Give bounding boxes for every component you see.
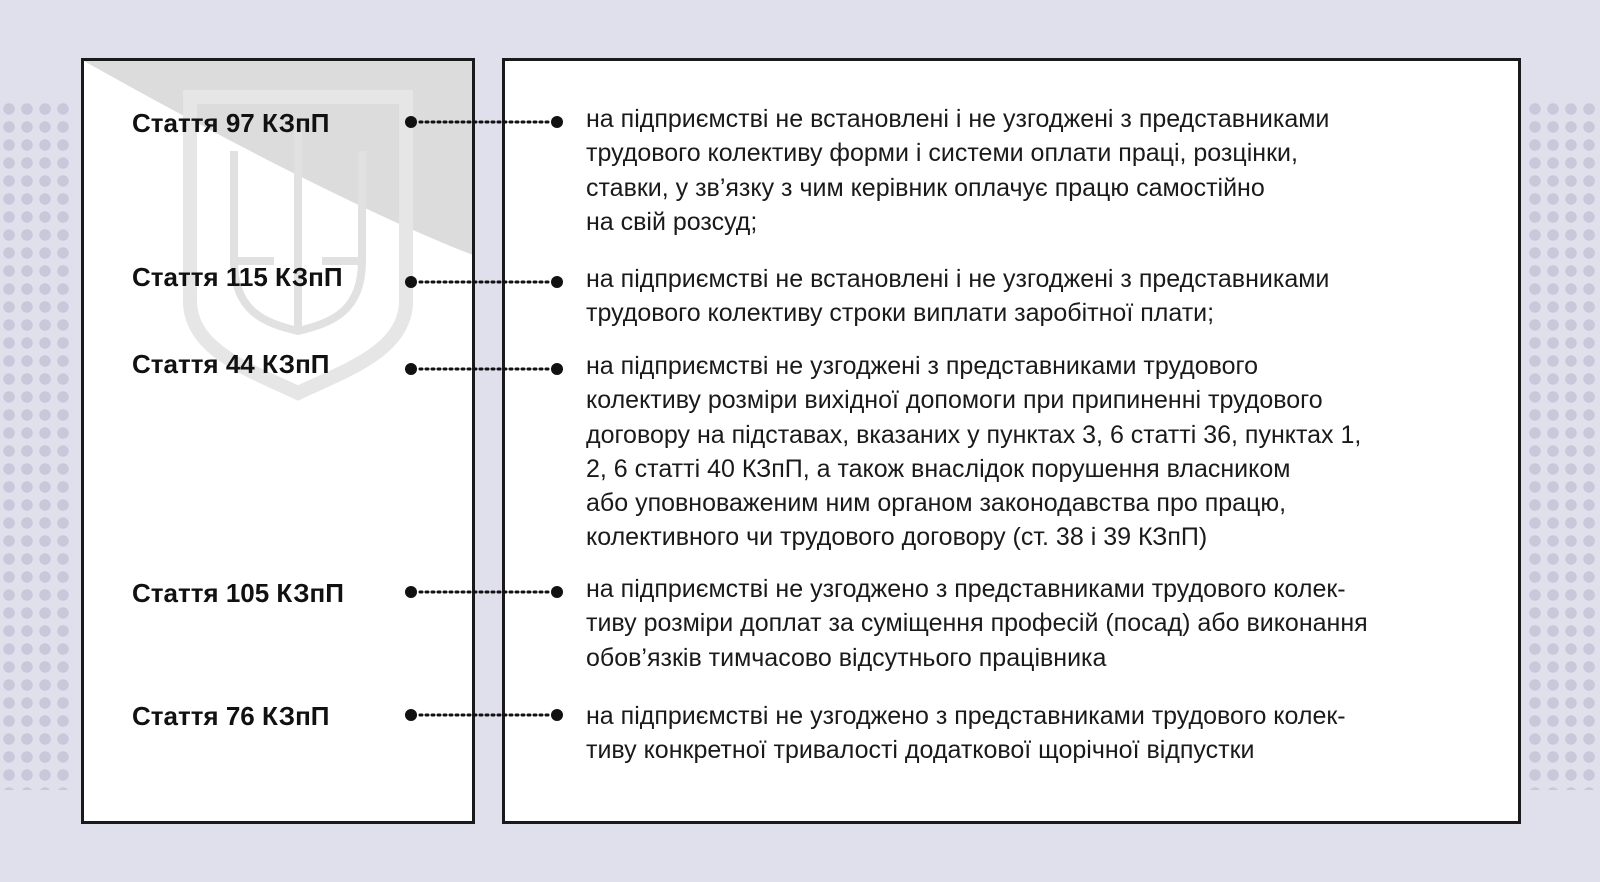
coat-of-arms-watermark-icon: [183, 90, 413, 401]
dotted-connector: [405, 363, 563, 375]
article-description: на підприємстві не узгоджено з представн…: [586, 699, 1486, 768]
description-line: трудового колективу форми і системи опла…: [586, 139, 1298, 168]
article-description: на підприємстві не встановлені і не узго…: [586, 262, 1486, 331]
description-line: на підприємстві не узгоджені з представн…: [586, 352, 1258, 380]
decorative-dot-pattern-left: [0, 100, 72, 790]
description-line: договору на підставах, вказаних у пункта…: [586, 420, 1362, 449]
descriptions-panel: [502, 58, 1521, 824]
description-line: ставки, у зв’язку з чим керівник оплачує…: [586, 173, 1265, 202]
dotted-connector: [405, 709, 563, 721]
article-label: Стаття 105 КЗпП: [132, 578, 344, 608]
description-line: колективу розміри вихідної допомоги при …: [586, 386, 1323, 415]
description-line: колективного чи трудового договору (ст. …: [586, 523, 1208, 552]
description-line: на підприємстві не встановлені і не узго…: [586, 105, 1330, 133]
decorative-dot-pattern-right: [1526, 100, 1600, 790]
article-label: Стаття 76 КЗпП: [132, 701, 330, 731]
description-line: на підприємстві не узгоджено з представн…: [586, 575, 1346, 603]
description-line: на підприємстві не встановлені і не узго…: [586, 265, 1330, 293]
description-line: або уповноваженим ним органом законодавс…: [586, 489, 1287, 518]
dotted-connector: [405, 116, 563, 128]
article-description: на підприємстві не узгоджено з представн…: [586, 572, 1486, 675]
dotted-connector: [405, 586, 563, 598]
description-line: обов’язків тимчасово відсутнього працівн…: [586, 643, 1107, 672]
description-line: тиву розміри доплат за суміщення професі…: [586, 609, 1368, 638]
article-description: на підприємстві не встановлені і не узго…: [586, 102, 1486, 239]
background-wedge-shape: [84, 61, 472, 255]
description-line: трудового колективу строки виплати зароб…: [586, 299, 1215, 328]
dotted-connector: [405, 276, 563, 288]
description-line: на свій розсуд;: [586, 207, 758, 236]
article-label: Стаття 44 КЗпП: [132, 349, 330, 379]
description-line: 2, 6 статті 40 КЗпП, а також внаслідок п…: [586, 454, 1291, 483]
article-label: Стаття 115 КЗпП: [132, 262, 343, 292]
description-line: тиву конкретної тривалості додаткової що…: [586, 736, 1255, 765]
description-line: на підприємстві не узгоджено з представн…: [586, 702, 1346, 730]
articles-panel: [81, 58, 475, 824]
article-label: Стаття 97 КЗпП: [132, 108, 330, 138]
article-description: на підприємстві не узгоджені з представн…: [586, 349, 1486, 555]
